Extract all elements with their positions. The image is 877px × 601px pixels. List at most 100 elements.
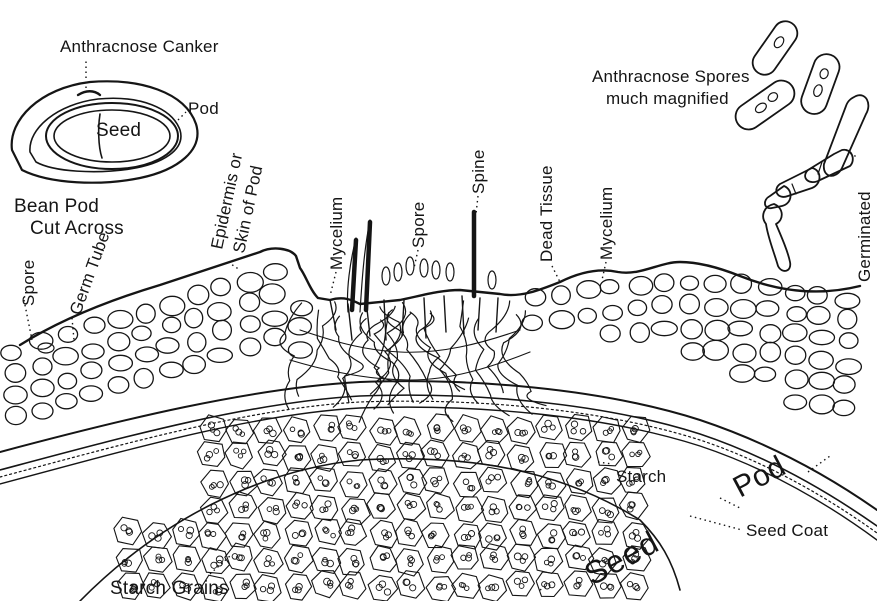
starch-grain: [497, 429, 502, 434]
starch-grain: [551, 506, 556, 511]
starch-cell: [535, 495, 564, 521]
starch-cell: [397, 442, 425, 468]
starch-cell: [173, 519, 200, 547]
pod-cell: [32, 403, 53, 419]
hypha: [474, 318, 509, 416]
pod-cell: [58, 373, 76, 389]
starch-grain: [266, 446, 273, 453]
starch-cell: [173, 546, 200, 572]
starch-grain: [489, 475, 495, 481]
pod-cell: [838, 309, 857, 329]
starch-cell: [426, 577, 455, 601]
pod-cell: [809, 395, 834, 414]
label-mycelium-right: Mycelium: [597, 187, 616, 260]
pod-cell: [680, 294, 700, 314]
starch-cell: [396, 519, 423, 546]
pod-cell: [160, 362, 184, 377]
starch-grain: [546, 479, 552, 485]
pod-cell: [630, 323, 649, 343]
starch-grain: [267, 587, 273, 593]
starch-grain: [463, 479, 469, 485]
pod-cell: [163, 317, 181, 332]
pod-cell: [578, 308, 596, 323]
starch-grain: [609, 454, 615, 460]
starch-cell: [144, 547, 173, 572]
starch-grain: [486, 452, 493, 459]
label-dead-tissue: Dead Tissue: [537, 165, 556, 262]
pod-cell: [81, 362, 102, 379]
starch-grain: [298, 553, 303, 558]
pod-cell: [288, 318, 311, 335]
starch-grain: [292, 532, 298, 538]
starch-grain: [211, 504, 217, 510]
pod-cell: [208, 303, 232, 321]
starch-grain: [635, 586, 640, 591]
seed-starch-cells: [114, 414, 651, 601]
starch-grain: [215, 508, 220, 513]
pod-cell: [5, 406, 26, 424]
pod-cell: [600, 280, 619, 294]
pod-cell: [629, 277, 652, 296]
starch-grain: [599, 508, 605, 514]
starch-grain: [486, 479, 491, 484]
label-seed-inset: Seed: [96, 120, 141, 141]
pod-cell: [33, 358, 52, 375]
starch-cell: [370, 520, 397, 547]
pod-cell: [681, 276, 699, 290]
pod-cell: [84, 317, 105, 333]
starch-cell: [226, 420, 254, 444]
starch-grain: [331, 533, 336, 538]
label-pod-inset: Pod: [188, 99, 219, 118]
pod-cell: [703, 340, 729, 360]
label-much-magnified: much magnified: [606, 89, 729, 108]
label-pod-main: Pod: [728, 450, 791, 504]
pod-cell: [809, 351, 833, 369]
starch-cell: [593, 417, 620, 443]
starch-grain: [261, 476, 266, 481]
starch-grain: [486, 536, 493, 543]
starch-grain: [270, 562, 274, 566]
pod-cell: [109, 355, 133, 371]
starch-grain: [352, 426, 357, 431]
pod-cell: [835, 293, 860, 308]
starch-grain: [542, 504, 548, 510]
pod-cell: [30, 332, 53, 349]
pod-cell: [108, 311, 133, 329]
pod-cell: [809, 372, 834, 389]
pod-cell: [136, 347, 159, 362]
starch-grain: [238, 454, 242, 458]
starch-cell: [479, 523, 507, 550]
pod-cell: [5, 364, 26, 383]
pod-cell: [82, 344, 104, 359]
starch-cell: [537, 524, 565, 549]
starch-cell: [312, 571, 341, 598]
pod-cell: [704, 275, 726, 292]
starch-grain: [466, 534, 471, 539]
starch-grain: [550, 453, 556, 459]
starch-cell: [427, 414, 454, 441]
pod-cell: [807, 307, 830, 325]
starch-cell: [114, 517, 142, 545]
starch-grain: [347, 479, 352, 484]
starch-grain: [519, 584, 524, 589]
starch-grain: [242, 482, 249, 489]
starch-grain: [214, 449, 219, 454]
pod-cell: [833, 376, 855, 393]
starch-cell: [620, 573, 648, 600]
starch-grain: [217, 482, 223, 488]
starch-cell: [201, 470, 229, 497]
pod-cell: [600, 325, 620, 342]
label-anthracnose-spores: Anthracnose Spores: [592, 67, 750, 86]
pod-cell: [787, 307, 806, 322]
pod-cell: [786, 286, 805, 301]
starch-grain: [434, 558, 440, 564]
starch-cell: [312, 548, 341, 574]
pod-cell: [784, 395, 807, 410]
pod-cell: [756, 301, 779, 316]
pod-cell: [807, 287, 827, 304]
pod-cell: [705, 299, 728, 317]
surface-spores: [38, 257, 496, 353]
starch-cell: [562, 522, 590, 548]
